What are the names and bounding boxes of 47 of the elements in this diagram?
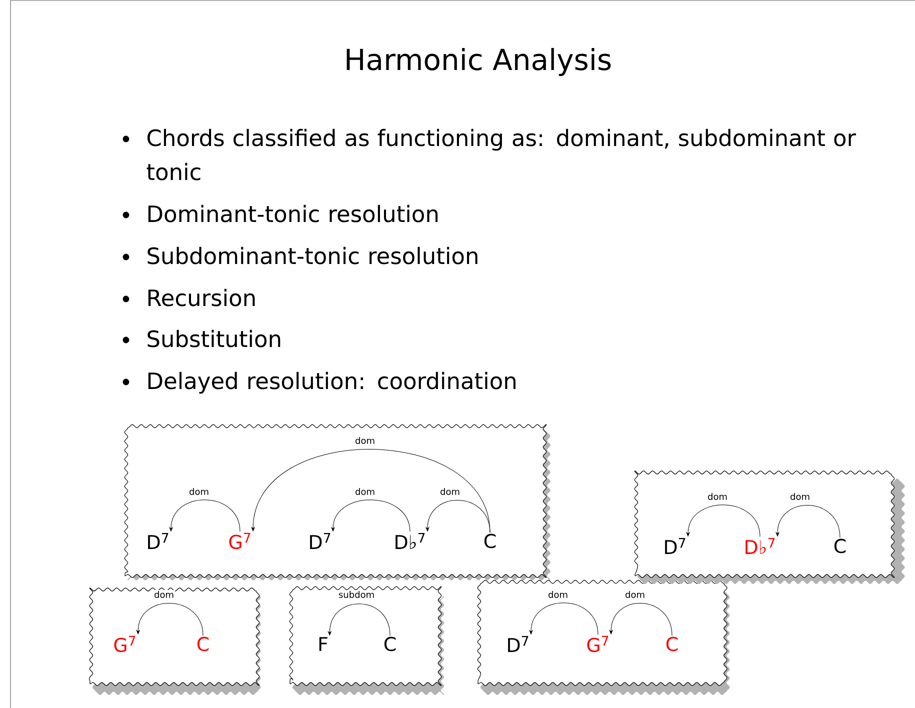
analysis-panel	[477, 580, 730, 695]
edge-label: dom	[188, 487, 210, 496]
bullet-item: Dominant-tonic resolution	[148, 204, 438, 222]
chord-label: C	[197, 636, 209, 652]
chord-label: C	[666, 636, 678, 652]
chord-label: G$^{7}$	[587, 636, 608, 652]
edge-label: dom	[439, 487, 461, 496]
chord-label: D$^{7}$	[148, 533, 168, 549]
arrow	[328, 604, 390, 636]
slide-title: Harmonic Analysis	[346, 48, 611, 76]
chord-label: C	[384, 636, 396, 652]
edge-label: dom	[789, 492, 811, 501]
bullet-item: Chords classified as functioning as: dominant, subdominant or tonic	[146, 128, 856, 180]
bullet-item: Recursion	[148, 288, 255, 306]
edge-label: dom	[354, 436, 376, 445]
chord-label: G$^{7}$	[229, 532, 250, 550]
chord-label: D$^{7}$	[508, 636, 528, 652]
bullet-item: Substitution	[148, 330, 280, 348]
edge-label: dom	[706, 492, 728, 501]
edge-label: dom	[624, 590, 646, 599]
arrow	[609, 603, 672, 636]
arrow	[686, 504, 760, 538]
chord-label: G$^{7}$	[114, 636, 136, 652]
arrow	[426, 500, 490, 533]
analysis-panel	[124, 424, 550, 580]
arrow	[136, 603, 204, 636]
edge-label: dom	[153, 590, 175, 599]
arrow	[331, 500, 410, 532]
arrow	[169, 500, 240, 532]
edge-label: dom	[547, 590, 569, 599]
chord-label: D♭$^{7}$	[396, 532, 425, 549]
arrow	[251, 449, 490, 533]
edge-label: dom	[354, 487, 376, 496]
analysis-panel	[634, 470, 905, 584]
chord-label: F	[319, 637, 328, 651]
chord-label: C	[834, 538, 846, 554]
chord-label: D$^{7}$	[665, 538, 686, 554]
chord-label: D$^{7}$	[310, 533, 330, 549]
analysis-panel	[289, 586, 444, 695]
arrow	[529, 602, 598, 635]
analysis-panel	[88, 588, 261, 695]
chord-label: D♭$^{7}$	[746, 538, 775, 554]
chord-label: C	[484, 534, 496, 548]
arrow	[776, 505, 840, 538]
bullet-item: Delayed resolution: coordination	[148, 372, 516, 394]
edge-label: subdom	[337, 590, 376, 599]
bullet-item: Subdominant-tonic resolution	[148, 246, 478, 264]
